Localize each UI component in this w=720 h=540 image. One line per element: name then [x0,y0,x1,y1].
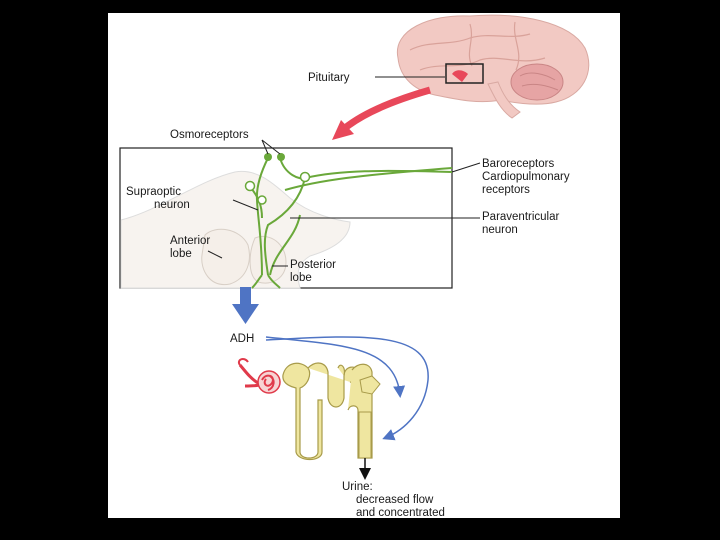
red-zoom-arrow [342,86,431,131]
hypothalamus-tissue [120,170,351,289]
collecting-duct [358,411,372,459]
anterior-label-2: lobe [170,248,192,260]
baroreceptors-label-3: receptors [482,184,530,196]
brainstem [487,81,521,119]
blue-down-arrow-shaft [240,287,251,305]
pituitary-highlight [452,70,468,82]
osmoreceptors-label: Osmoreceptors [170,129,249,141]
urine-label-3: and concentrated [356,507,445,519]
collecting-duct-branch [359,375,381,395]
baroreceptors-label-1: Baroreceptors [482,158,554,170]
nephron [238,358,381,461]
supraoptic-label-2: neuron [154,199,190,211]
paraventricular-label-1: Paraventricular [482,211,560,223]
blue-down-arrow-head [232,304,259,324]
baroreceptors-label-2: Cardiopulmonary [482,171,570,183]
urine-label-1: Urine: [342,481,373,493]
urine-label-2: decreased flow [356,494,434,506]
posterior-label-2: lobe [290,272,312,284]
afferent-efferent-arterioles [238,364,260,388]
posterior-lobe-shape [249,236,287,284]
anterior-label-1: Anterior [170,235,210,247]
leader-lines [207,139,481,267]
anterior-lobe-shape [201,228,250,286]
pituitary-box [445,63,484,84]
pituitary-label: Pituitary [308,72,350,84]
neuron-cell-bodies [244,171,311,205]
paraventricular-label-2: neuron [482,224,518,236]
brain-illustration [396,14,590,119]
osmoreceptor-cells [264,153,285,161]
adh-label: ADH [230,333,254,345]
posterior-label-1: Posterior [290,259,336,271]
supraoptic-label-1: Supraoptic [126,186,181,198]
red-arrow-head [332,120,354,140]
adh-action-arrows [265,336,429,441]
cerebellum [510,63,564,101]
